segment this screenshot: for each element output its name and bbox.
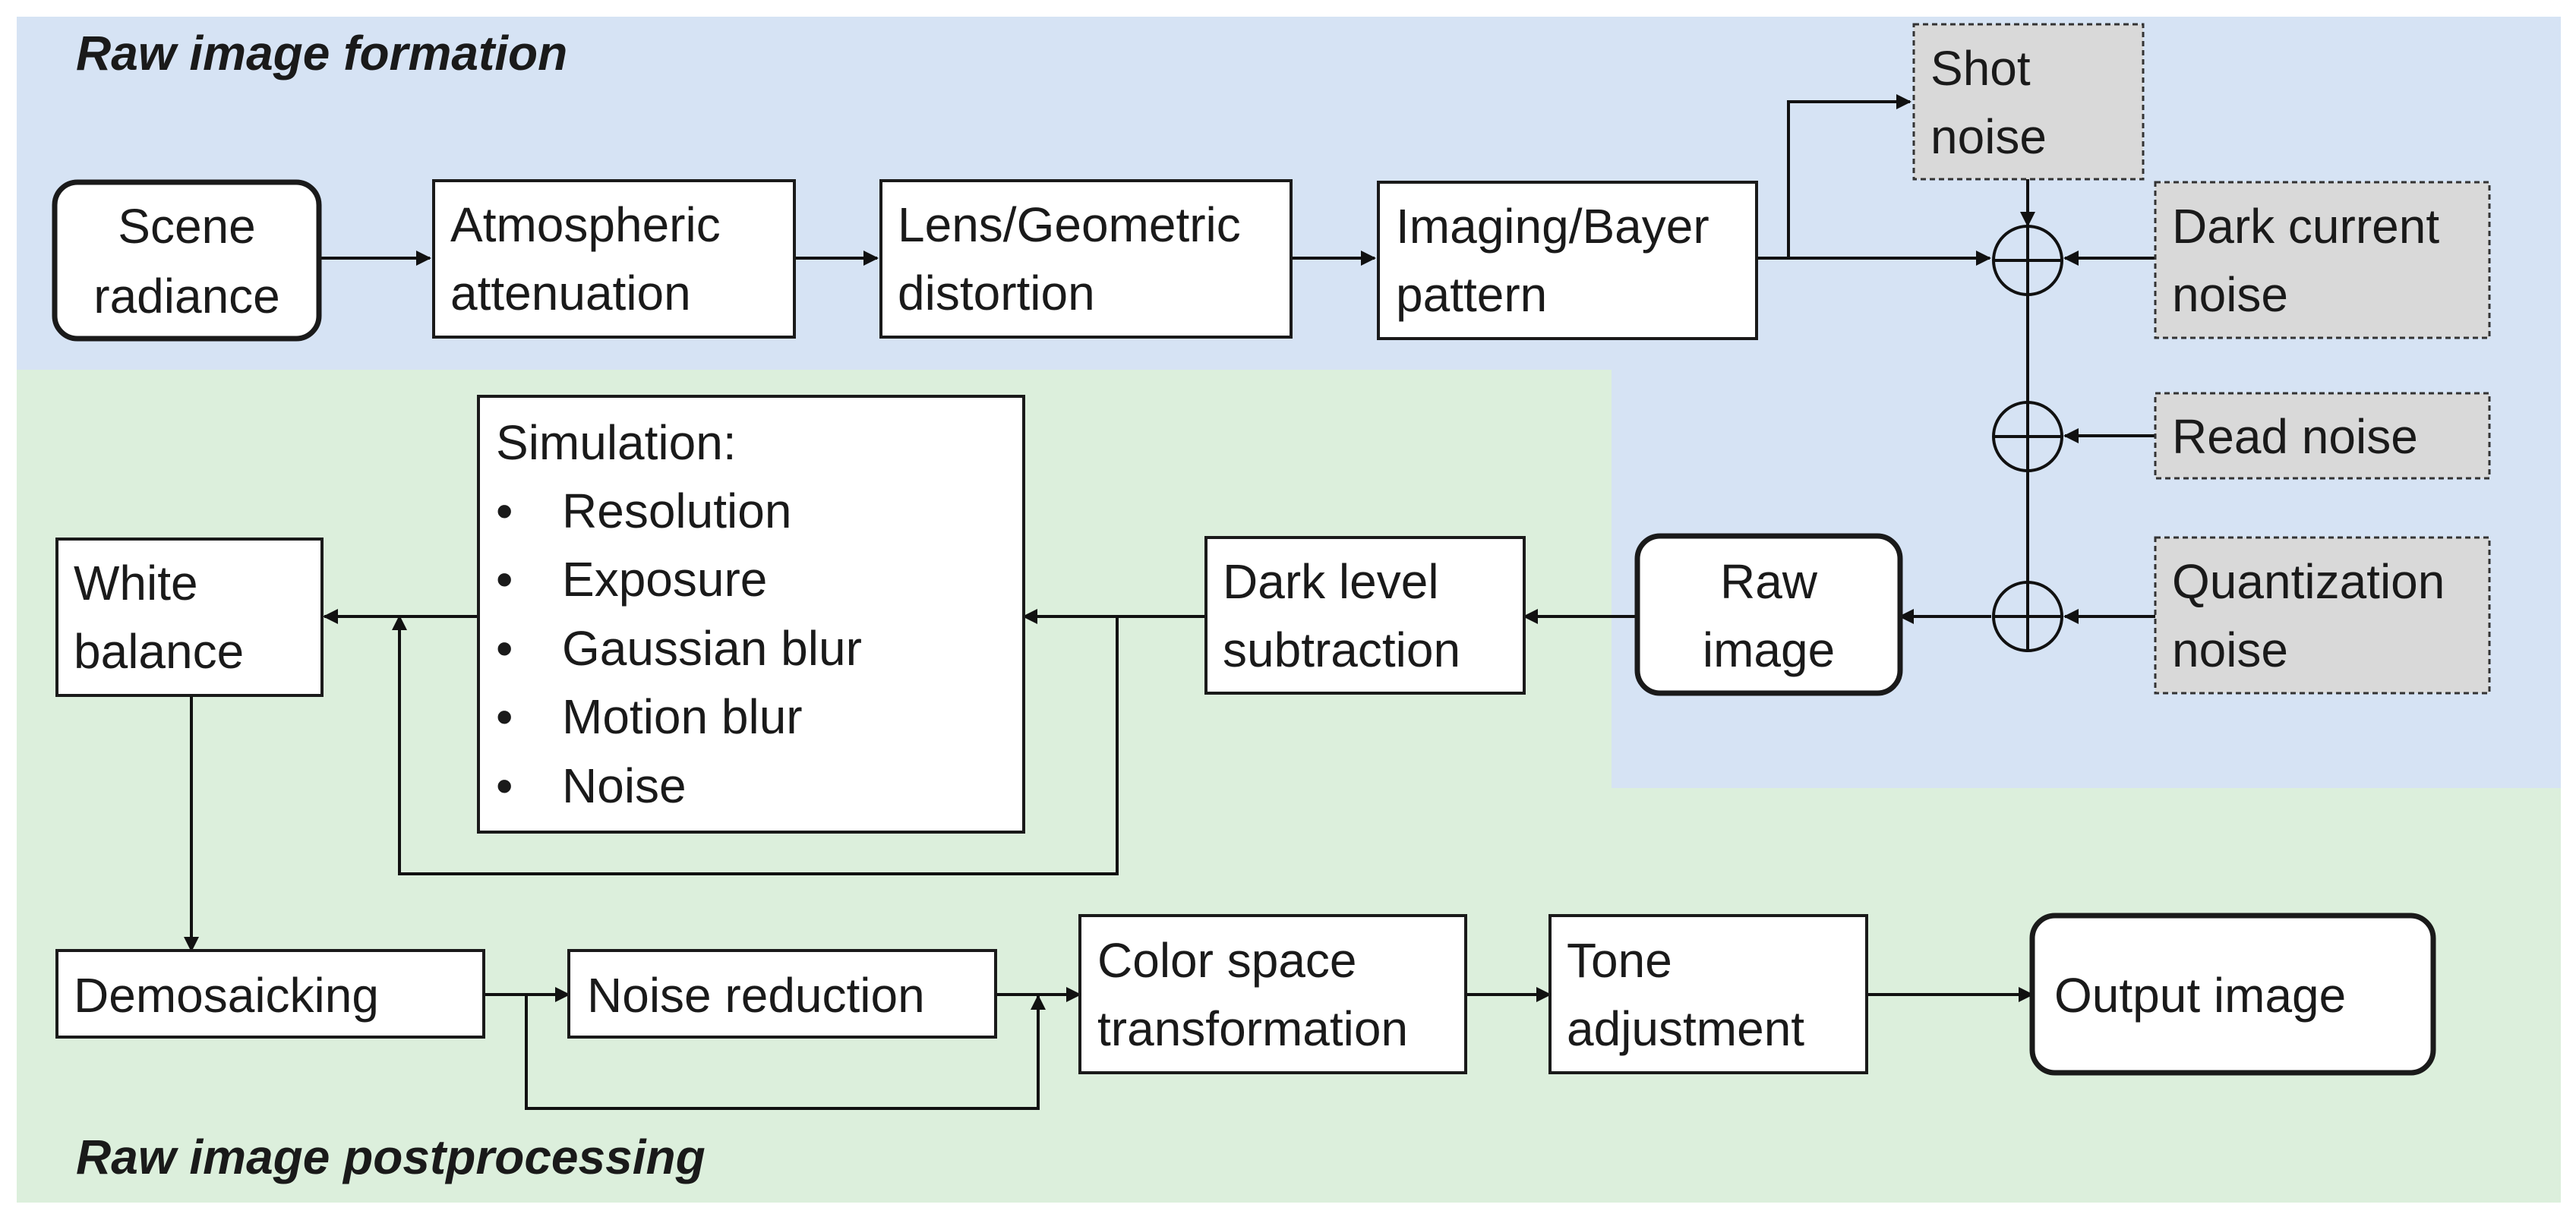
simulation-heading: Simulation: xyxy=(496,415,737,470)
node-noise-reduction: Noise reduction xyxy=(567,949,997,1039)
node-label: Output image xyxy=(2054,968,2346,1023)
node-demosaicking: Demosaicking xyxy=(55,949,485,1039)
bullet-icon: • xyxy=(496,552,513,607)
node-label: Shot xyxy=(1930,41,2031,96)
simulation-item: Noise xyxy=(562,758,687,813)
node-label: Demosaicking xyxy=(74,968,379,1023)
node-label: Tone xyxy=(1567,933,1672,988)
node-tone-adjustment: Tone adjustment xyxy=(1548,914,1868,1074)
node-label: Lens/Geometric xyxy=(898,197,1241,252)
node-label: pattern xyxy=(1396,267,1547,322)
node-simulation: Simulation: • Resolution • Exposure • Ga… xyxy=(477,395,1025,834)
node-label: noise xyxy=(2172,267,2288,322)
node-label: image xyxy=(1703,623,1835,677)
node-label: noise xyxy=(2172,623,2288,677)
bullet-icon: • xyxy=(496,621,513,676)
node-imaging-bayer-pattern: Imaging/Bayer pattern xyxy=(1377,181,1758,340)
node-label: Read noise xyxy=(2172,409,2418,464)
node-label: attenuation xyxy=(450,266,691,320)
simulation-item: Resolution xyxy=(562,484,791,538)
node-raw-image: Raw image xyxy=(1634,533,1903,696)
node-label: Raw xyxy=(1720,554,1818,609)
node-scene-radiance: Scene radiance xyxy=(52,179,322,342)
arrow-imaging-to-shot-noise xyxy=(1787,94,1911,258)
node-dark-level-subtraction: Dark level subtraction xyxy=(1204,536,1526,695)
node-label: balance xyxy=(74,624,244,679)
node-label: radiance xyxy=(93,269,280,323)
sum-junction-2 xyxy=(1992,401,2063,472)
node-label: Quantization xyxy=(2172,554,2445,609)
node-label: adjustment xyxy=(1567,1001,1804,1056)
node-label: Atmospheric xyxy=(450,197,721,252)
simulation-item: Exposure xyxy=(562,552,767,607)
node-label: noise xyxy=(1930,109,2047,164)
formation-region-title: Raw image formation xyxy=(76,26,567,80)
node-lens-geometric-distortion: Lens/Geometric distortion xyxy=(879,179,1293,339)
node-label: White xyxy=(74,556,198,610)
node-label: distortion xyxy=(898,266,1095,320)
node-output-image: Output image xyxy=(2029,913,2436,1076)
postprocessing-region-title: Raw image postprocessing xyxy=(76,1130,706,1184)
node-atmospheric-attenuation: Atmospheric attenuation xyxy=(432,179,796,339)
line-demosaicking-bypass xyxy=(525,995,1046,1110)
bullet-icon: • xyxy=(496,758,513,813)
sum-junction-3 xyxy=(1992,581,2063,652)
node-label: Dark current xyxy=(2172,199,2439,254)
simulation-item: Gaussian blur xyxy=(562,621,862,676)
node-white-balance: White balance xyxy=(55,538,324,697)
node-quantization-noise: Quantization noise xyxy=(2154,536,2491,695)
simulation-item: Motion blur xyxy=(562,689,803,744)
node-label: Color space xyxy=(1097,933,1357,988)
node-label: Noise reduction xyxy=(587,968,925,1023)
node-dark-current-noise: Dark current noise xyxy=(2154,181,2491,339)
node-label: Scene xyxy=(118,199,255,254)
node-label: transformation xyxy=(1097,1001,1408,1056)
node-label: Imaging/Bayer xyxy=(1396,199,1709,254)
bullet-icon: • xyxy=(496,484,513,538)
sum-junction-1 xyxy=(1992,225,2063,296)
connectors xyxy=(184,94,2155,1110)
node-label: subtraction xyxy=(1223,623,1460,677)
node-shot-noise: Shot noise xyxy=(1912,23,2145,181)
node-label: Dark level xyxy=(1223,554,1439,609)
bullet-icon: • xyxy=(496,689,513,744)
node-read-noise: Read noise xyxy=(2154,392,2491,480)
node-color-space-transformation: Color space transformation xyxy=(1078,914,1467,1074)
line-dark-level-bypass xyxy=(392,615,1119,875)
